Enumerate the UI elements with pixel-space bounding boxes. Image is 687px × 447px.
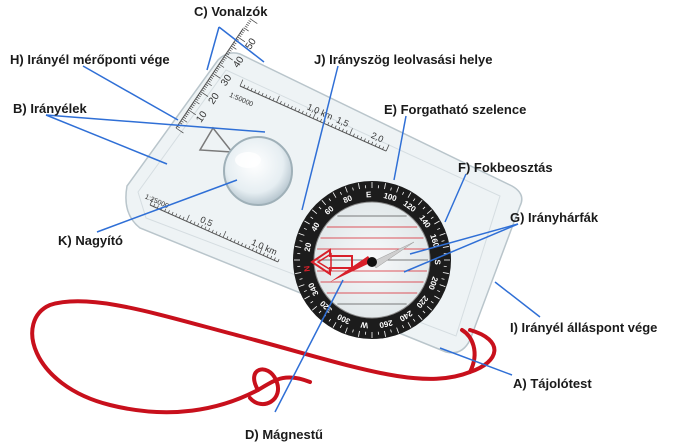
label-c-vonalzok: C) Vonalzók [194,4,267,19]
ruler-mm-50: 50 [244,36,260,52]
label-k-nagyito: K) Nagyító [58,233,123,248]
label-d-magnestu: D) Mágnestű [245,427,323,442]
label-i-allasponti-vege: I) Irányél álláspont vége [510,320,657,335]
label-j-leolvasasi-hely: J) Irányszög leolvasási helye [314,52,492,67]
label-f-fokbeosztas: F) Fokbeosztás [458,160,553,175]
bezel-number: W [360,320,369,330]
magnifier-lens [224,137,292,205]
label-h-meroponti-vege: H) Irányél mérőponti vége [10,52,170,67]
label-a-tajolotest: A) Tájolótest [513,376,592,391]
bezel-number: S [433,259,442,265]
label-b-iranyelek: B) Irányélek [13,101,87,116]
leader-h [83,66,178,120]
label-g-iranyharfak: G) Irányhárfák [510,210,598,225]
label-e-szelence: E) Forgatható szelence [384,102,526,117]
leader-i [495,282,540,317]
